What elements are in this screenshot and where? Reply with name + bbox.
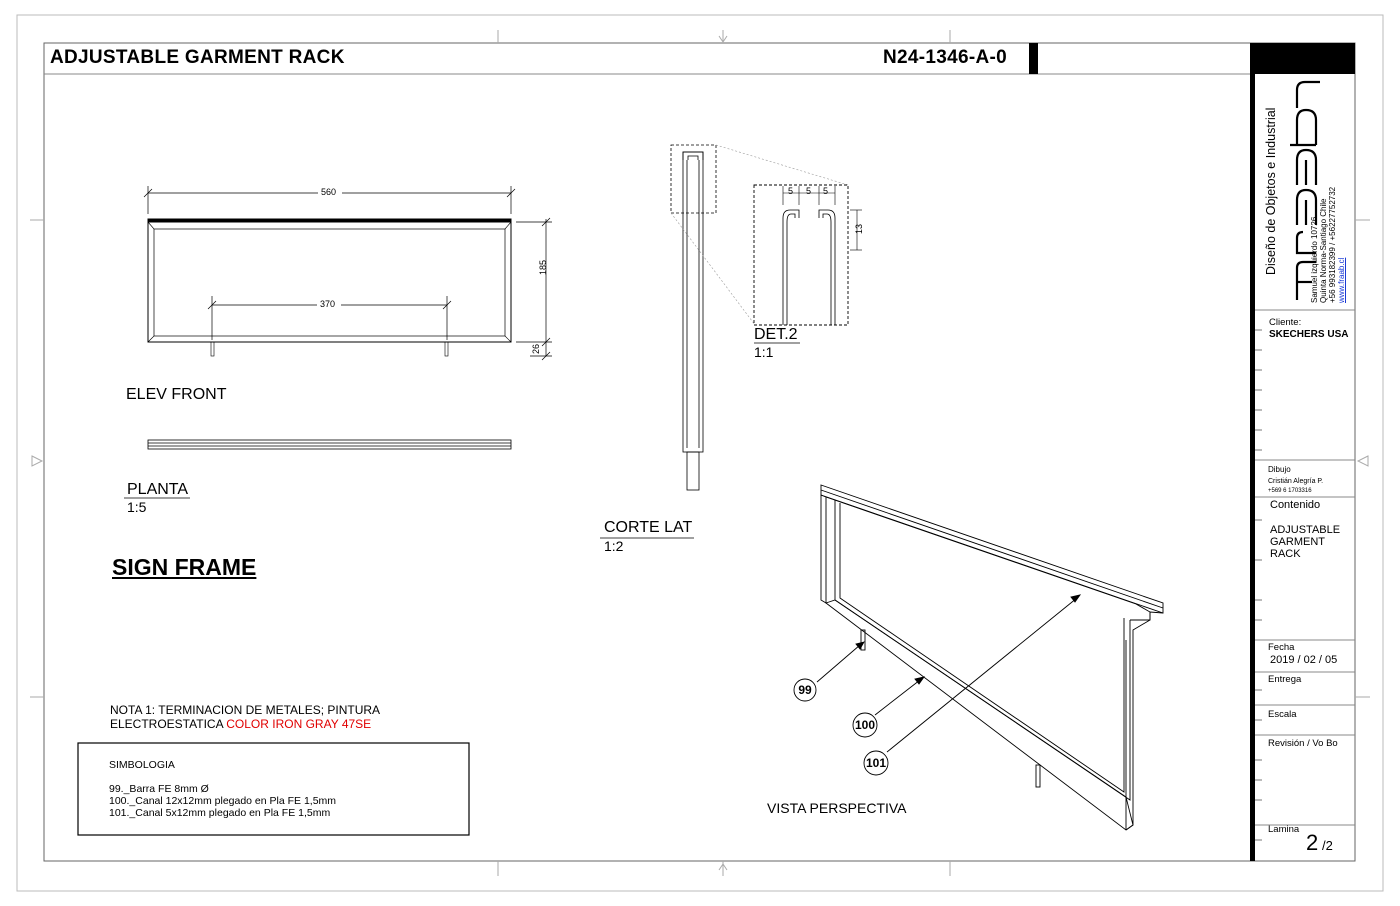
fecha-label: Fecha xyxy=(1268,642,1295,653)
scale-planta: 1:5 xyxy=(127,499,147,515)
det-dim-b: 5 xyxy=(806,186,812,196)
contenido-line3: RACK xyxy=(1270,548,1301,560)
lamina-total: /2 xyxy=(1322,838,1333,853)
entrega-label: Entrega xyxy=(1268,674,1302,685)
simbologia-item-100: 100._Canal 12x12mm plegado en Pla FE 1,5… xyxy=(109,795,337,807)
company-tagline: Diseño de Objetos e Industrial xyxy=(1264,107,1278,275)
company-website-link[interactable]: www.fraab.cl xyxy=(1337,257,1346,303)
dibujo-label: Dibujo xyxy=(1268,465,1291,474)
det-dim-c: 5 xyxy=(823,186,829,196)
fecha-value: 2019 / 02 / 05 xyxy=(1270,654,1338,666)
det-dim-h: 13 xyxy=(854,223,864,234)
dim-height: 185 xyxy=(538,259,548,275)
company-address: Samuel izquierdo 10726 xyxy=(1310,216,1319,303)
lamina-label: Lamina xyxy=(1268,824,1300,835)
callout-100: 100 xyxy=(854,718,876,732)
label-det2: DET.2 xyxy=(754,326,798,343)
simbologia-item-99: 99._Barra FE 8mm Ø xyxy=(109,783,209,795)
company-city: Quinta Norma-Santiago Chile xyxy=(1319,198,1328,304)
nota-line1: NOTA 1: TERMINACION DE METALES; PINTURA xyxy=(110,703,381,717)
label-corte-lat: CORTE LAT xyxy=(604,519,693,536)
section-title: SIGN FRAME xyxy=(112,554,257,580)
scale-corte-lat: 1:2 xyxy=(604,538,624,554)
lamina-number: 2 xyxy=(1306,830,1319,855)
project-title: ADJUSTABLE GARMENT RACK xyxy=(50,47,345,68)
label-perspectiva: VISTA PERSPECTIVA xyxy=(767,800,907,816)
nota-line2: ELECTROESTATICA COLOR IRON GRAY 47SE xyxy=(110,717,371,731)
contenido-line1: ADJUSTABLE xyxy=(1270,524,1341,536)
dibujante-name: Cristián Alegría P. xyxy=(1268,478,1324,485)
revision-label: Revisión / Vo Bo xyxy=(1268,738,1338,749)
dim-inner: 370 xyxy=(320,299,336,309)
label-planta: PLANTA xyxy=(127,481,189,498)
cliente-label: Cliente: xyxy=(1269,317,1302,328)
simbologia-item-101: 101._Canal 5x12mm plegado en Pla FE 1,5m… xyxy=(109,807,331,819)
company-phones: +56 993182399 / +56227752732 xyxy=(1328,186,1337,303)
dibujante-phone: +569 6 1703316 xyxy=(1268,488,1312,494)
contenido-line2: GARMENT xyxy=(1270,536,1325,548)
nota-line2-prefix: ELECTROESTATICA xyxy=(110,717,227,731)
dim-width: 560 xyxy=(321,187,337,197)
det-dim-a: 5 xyxy=(788,186,794,196)
nota-color-spec: COLOR IRON GRAY 47SE xyxy=(226,717,372,731)
callout-101: 101 xyxy=(865,756,887,770)
callout-99: 99 xyxy=(798,683,812,697)
drawing-code: N24-1346-A-0 xyxy=(883,47,1007,68)
escala-label: Escala xyxy=(1268,709,1297,720)
contenido-label: Contenido xyxy=(1270,499,1321,511)
scale-det2: 1:1 xyxy=(754,344,774,360)
label-elev-front: ELEV FRONT xyxy=(126,386,227,403)
cliente-value: SKECHERS USA xyxy=(1269,329,1349,340)
simbologia-title: SIMBOLOGIA xyxy=(109,759,175,771)
fraab-logo-icon xyxy=(1290,80,1320,300)
dim-leg: 26 xyxy=(531,343,541,354)
